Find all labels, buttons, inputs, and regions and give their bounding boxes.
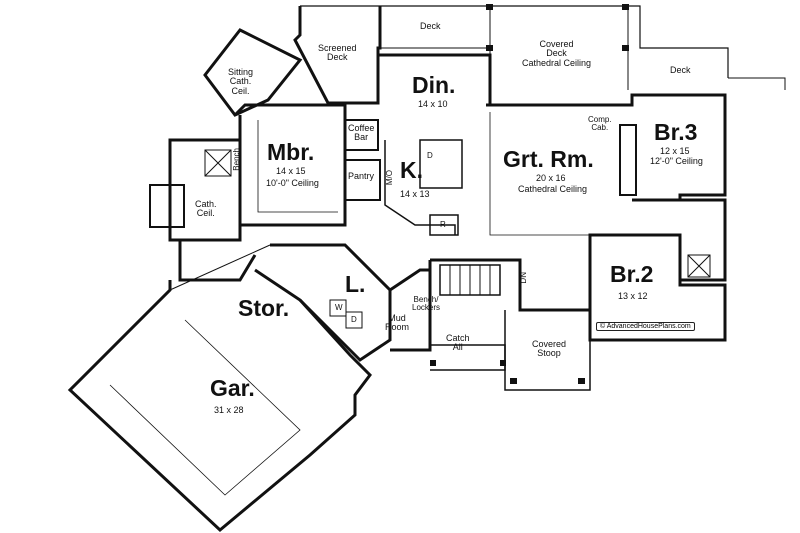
catch-all-label: Catch All: [446, 333, 470, 353]
right-deck: [728, 77, 786, 90]
great-room-walls: [486, 93, 727, 195]
great-room-size: 20 x 16: [536, 173, 566, 183]
microwave-oven-label: M/O: [385, 170, 394, 186]
kitchen-name: K.: [400, 157, 423, 183]
mud-room-walls: [389, 268, 432, 352]
screened-deck-walls: [293, 6, 382, 105]
column-posts: [430, 4, 629, 384]
deck-right-label: Deck: [670, 65, 691, 75]
comp-cab-label: Comp. Cab.: [588, 115, 612, 133]
laundry-name: L.: [345, 271, 366, 297]
refrigerator-label: R: [440, 220, 446, 229]
shower-x: [204, 149, 232, 177]
bench-lockers-label: Bench/ Lockers: [412, 295, 441, 313]
fridge: [429, 214, 459, 236]
mud-room-label: Mud Room: [385, 313, 410, 333]
pantry-label: Pantry: [348, 171, 375, 181]
dryer-label: D: [351, 315, 357, 324]
dining-name: Din.: [412, 72, 456, 98]
shower2-x: [687, 254, 711, 278]
covered-stoop-label: Covered Stoop: [532, 339, 567, 359]
dishwasher-label: D: [427, 151, 433, 160]
garage-door: [109, 319, 301, 496]
dryer: [345, 311, 363, 329]
stair-down-label: DN: [519, 272, 528, 284]
covered-deck-label: Covered Deck Cathedral Ceiling: [522, 39, 592, 68]
bedroom2-size: 13 x 12: [618, 291, 648, 301]
bath-cath-ceil-label: Cath. Ceil.: [195, 199, 217, 219]
great-room-ceiling: Cathedral Ceiling: [518, 184, 588, 194]
garage-walls: [67, 268, 372, 532]
master-bedroom-size: 14 x 15: [276, 166, 306, 176]
tub: [149, 184, 185, 228]
screened-deck-label: Screened Deck: [318, 43, 357, 63]
master-bath-walls: [168, 138, 242, 242]
pantry-walls: [345, 159, 381, 201]
bath2-walls: [680, 198, 727, 282]
coffee-bar-label: Coffee Bar: [348, 123, 375, 143]
dining-walls: [378, 53, 492, 105]
deck-top-label: Deck: [420, 21, 441, 31]
washer-label: W: [335, 303, 343, 312]
coffee-bar-walls: [345, 119, 379, 151]
kitchen-size: 14 x 13: [400, 189, 430, 199]
kitchen-island: [419, 139, 463, 189]
great-room-name: Grt. Rm.: [503, 146, 594, 172]
storage-name: Stor.: [238, 295, 290, 321]
washer: [329, 299, 347, 317]
br3-walls: [632, 93, 727, 202]
fireplace: [619, 124, 637, 196]
catch-all-box: [430, 344, 506, 371]
deck-top-outline: [300, 5, 729, 78]
bedroom3-ceiling: 12'-0" Ceiling: [650, 156, 703, 166]
sitting-walls: [203, 28, 303, 117]
master-bedroom-name: Mbr.: [267, 139, 315, 165]
master-bedroom-ceiling: 10'-0" Ceiling: [266, 178, 319, 188]
bedroom3-name: Br.3: [654, 119, 698, 145]
garage-size: 31 x 28: [214, 405, 244, 415]
bedroom3-size: 12 x 15: [660, 146, 690, 156]
master-closet-walls: [178, 240, 257, 282]
mbr-walls: [233, 103, 347, 227]
copyright-credit: © AdvancedHousePlans.com: [596, 322, 695, 331]
sitting-label: Sitting Cath. Ceil.: [228, 67, 254, 96]
bedroom2-name: Br.2: [610, 261, 654, 287]
dining-size: 14 x 10: [418, 99, 448, 109]
laundry-walls: [270, 243, 392, 362]
bench-label: Bench: [232, 148, 241, 171]
garage-name: Gar.: [210, 375, 255, 401]
stor-divider: [169, 244, 271, 291]
mbr-ceiling-line: [257, 120, 338, 213]
kitchen-counter: [384, 140, 456, 235]
